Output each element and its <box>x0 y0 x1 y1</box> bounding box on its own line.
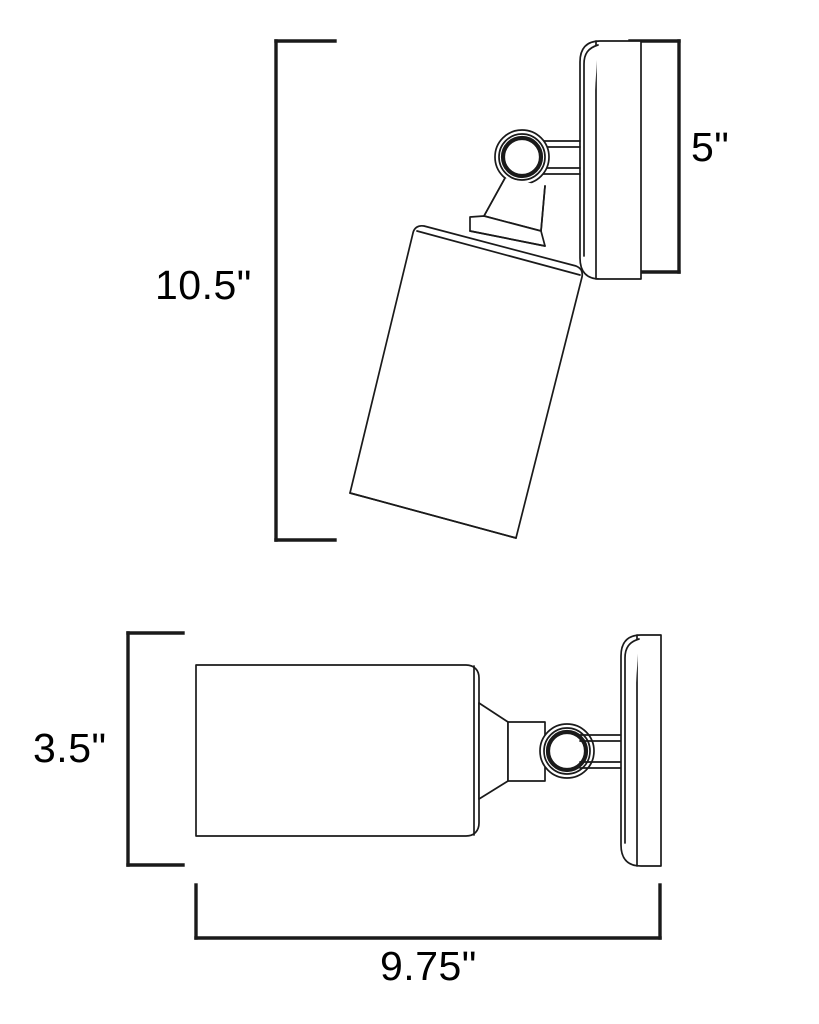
dimension-label-front-height: 10.5" <box>155 262 252 308</box>
shade-bottom-rim <box>349 492 517 539</box>
side-neck-taper <box>478 702 509 800</box>
front-view-fixture <box>349 40 642 539</box>
dimension-label-front-depth: 5" <box>691 124 730 170</box>
wall-plate-edge-highlight <box>583 44 599 257</box>
neck-right-edge <box>540 185 546 232</box>
dimension-line-front-height <box>274 39 337 542</box>
side-wall-plate-edge-highlight <box>624 638 640 844</box>
shade-top-rim <box>416 230 581 276</box>
side-shade-cylinder-body <box>195 664 480 837</box>
dimension-label-side-width: 9.75" <box>380 943 477 989</box>
dimension-line-side-height <box>126 631 185 867</box>
neck-collar <box>469 215 546 247</box>
shade-cylinder-body <box>349 224 584 539</box>
knuckle-hub <box>500 135 544 179</box>
side-view-fixture <box>195 634 662 867</box>
dimension-label-side-height: 3.5" <box>33 725 107 771</box>
neck-collar-seam <box>469 230 546 247</box>
dimension-line-side-width <box>194 883 662 940</box>
neck-left-edge <box>483 177 506 217</box>
side-knuckle-hub <box>545 729 589 773</box>
side-knuckle-housing <box>507 721 546 782</box>
